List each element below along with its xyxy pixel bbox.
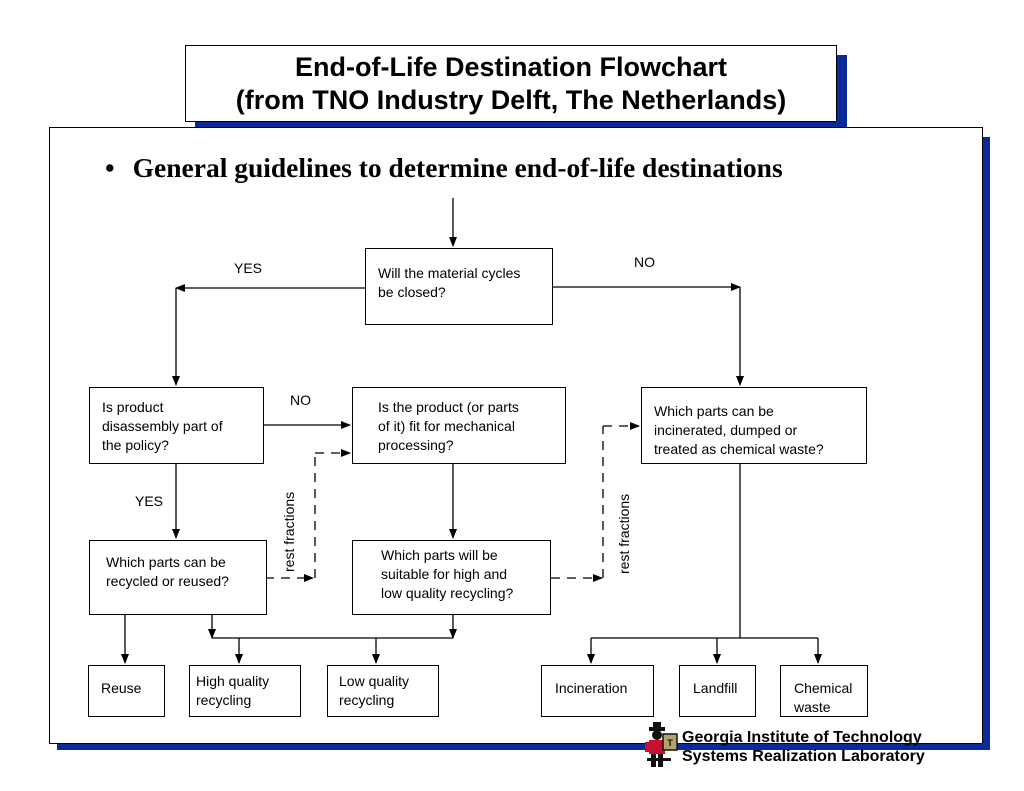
footer-text: Georgia Institute of Technology Systems … bbox=[682, 728, 925, 766]
outcome-low-quality-box: Low quality recycling bbox=[327, 665, 439, 717]
title-line-1: End-of-Life Destination Flowchart bbox=[295, 51, 727, 82]
question-quality-box: Which parts will be suitable for high an… bbox=[352, 540, 551, 615]
question-material-cycles-box: Will the material cycles be closed? bbox=[365, 248, 553, 325]
question-recycled-box: Which parts can be recycled or reused? bbox=[89, 540, 267, 615]
svg-text:T: T bbox=[667, 738, 673, 748]
outcome-chemical-waste-box: Chemical waste bbox=[780, 665, 868, 717]
label-rest-fractions-right: rest fractions bbox=[616, 493, 632, 574]
bullet: • bbox=[105, 152, 115, 183]
outcome-incineration-box: Incineration bbox=[541, 665, 654, 717]
label-no-top: NO bbox=[634, 254, 655, 270]
georgia-tech-mascot-icon: T bbox=[645, 722, 678, 767]
question-incinerate-box: Which parts can be incinerated, dumped o… bbox=[641, 387, 867, 464]
label-no-mid: NO bbox=[290, 392, 311, 408]
question-disassembly-box: Is product disassembly part of the polic… bbox=[89, 387, 264, 464]
outcome-landfill-box: Landfill bbox=[679, 665, 756, 717]
label-yes-mid: YES bbox=[135, 493, 164, 509]
title-box: End-of-Life Destination Flowchart (from … bbox=[185, 45, 837, 122]
question-mechanical-box: Is the product (or parts of it) fit for … bbox=[352, 387, 566, 464]
outcome-high-quality-box: High quality recycling bbox=[189, 665, 301, 717]
label-yes-top: YES bbox=[234, 260, 263, 276]
outcome-reuse-box: Reuse bbox=[88, 665, 165, 717]
footer: T Georgia Institute of Technology System… bbox=[643, 720, 925, 768]
label-rest-fractions-left: rest fractions bbox=[281, 491, 297, 572]
footer-line-2: Systems Realization Laboratory bbox=[682, 748, 925, 765]
subtitle-text: General guidelines to determine end-of-l… bbox=[132, 152, 783, 183]
title-line-2: (from TNO Industry Delft, The Netherland… bbox=[235, 84, 787, 115]
subtitle: • General guidelines to determine end-of-… bbox=[105, 152, 783, 184]
footer-line-1: Georgia Institute of Technology bbox=[682, 729, 922, 746]
